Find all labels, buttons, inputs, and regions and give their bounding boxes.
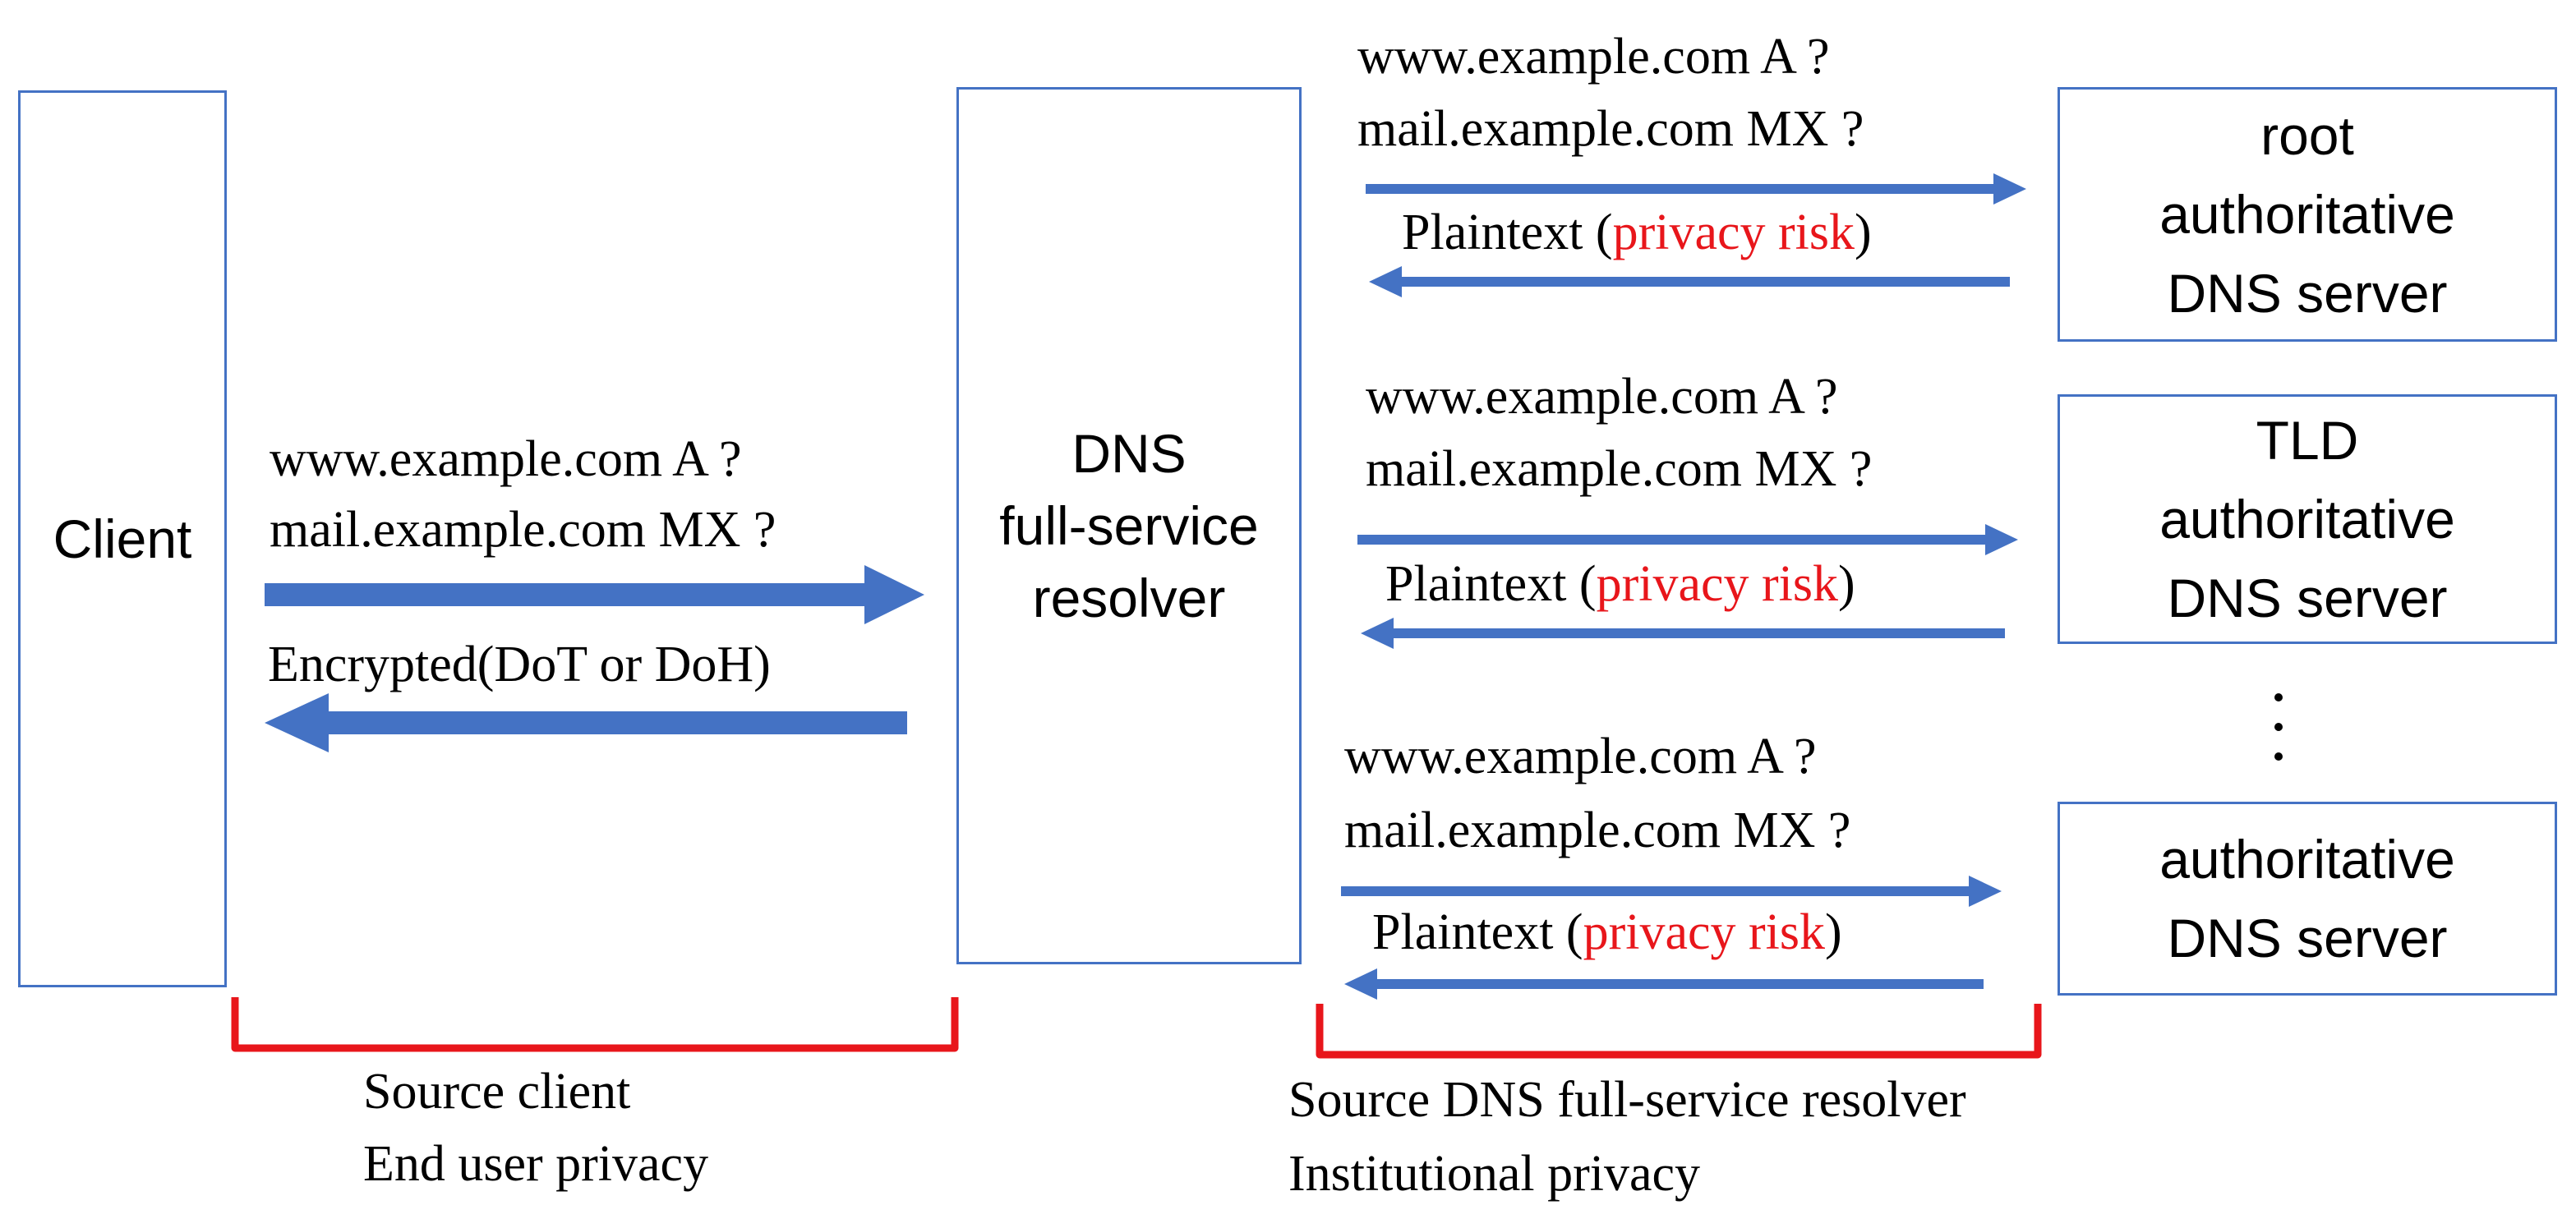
ellipsis-dot	[2274, 693, 2283, 701]
ellipsis-dot	[2274, 723, 2283, 731]
privacy-risk-text: privacy risk	[1596, 556, 1838, 612]
root-to-resolver-arrow	[1369, 266, 2010, 297]
resolver-to-auth-arrow	[1341, 876, 2002, 907]
authoritative-server-box: authoritative DNS server	[2058, 802, 2557, 996]
privacy-risk-text: privacy risk	[1583, 904, 1825, 960]
plaintext-suffix: )	[1855, 205, 1872, 260]
end-user-privacy-caption: End user privacy	[363, 1136, 709, 1192]
tld-plaintext-label: Plaintext (privacy risk)	[1385, 559, 1855, 609]
plaintext-prefix: Plaintext (	[1402, 205, 1613, 260]
client-to-resolver-arrow	[265, 565, 924, 624]
tld-query-mx: mail.example.com MX ?	[1366, 441, 1873, 497]
root-plaintext-label: Plaintext (privacy risk)	[1402, 207, 1872, 258]
authoritative-server-label: authoritative DNS server	[2159, 829, 2455, 968]
right-bracket	[1316, 1004, 2042, 1059]
source-client-caption: Source client	[363, 1064, 631, 1120]
root-query-a: www.example.com A ?	[1357, 29, 1830, 85]
resolver-to-client-arrow	[265, 693, 907, 752]
tld-server-label: TLD authoritative DNS server	[2159, 410, 2455, 628]
source-resolver-caption: Source DNS full-service resolver	[1288, 1072, 1966, 1128]
client-query-mx: mail.example.com MX ?	[270, 502, 776, 558]
auth-query-mx: mail.example.com MX ?	[1344, 803, 1851, 858]
left-bracket	[231, 997, 959, 1052]
tld-server-box: TLD authoritative DNS server	[2058, 394, 2557, 644]
root-server-box: root authoritative DNS server	[2058, 87, 2557, 342]
client-label: Client	[53, 508, 192, 569]
plaintext-suffix: )	[1838, 556, 1855, 612]
client-box: Client	[18, 90, 227, 987]
root-server-label: root authoritative DNS server	[2159, 105, 2455, 324]
client-query-a: www.example.com A ?	[270, 431, 742, 487]
resolver-box: DNS full-service resolver	[956, 87, 1302, 964]
plaintext-prefix: Plaintext (	[1385, 556, 1597, 612]
auth-to-resolver-arrow	[1344, 968, 1984, 1000]
resolver-label: DNS full-service resolver	[999, 423, 1259, 628]
plaintext-suffix: )	[1825, 904, 1842, 960]
resolver-to-root-arrow	[1366, 173, 2026, 205]
tld-query-a: www.example.com A ?	[1366, 369, 1838, 425]
ellipsis-dot	[2274, 752, 2283, 761]
tld-to-resolver-arrow	[1361, 618, 2005, 649]
plaintext-prefix: Plaintext (	[1372, 904, 1583, 960]
privacy-risk-text: privacy risk	[1612, 205, 1855, 260]
institutional-privacy-caption: Institutional privacy	[1288, 1146, 1701, 1202]
root-query-mx: mail.example.com MX ?	[1357, 101, 1864, 157]
encrypted-transport-label: Encrypted(DoT or DoH)	[268, 637, 771, 692]
auth-plaintext-label: Plaintext (privacy risk)	[1372, 907, 1842, 958]
auth-query-a: www.example.com A ?	[1344, 729, 1817, 784]
resolver-to-tld-arrow	[1357, 524, 2018, 555]
